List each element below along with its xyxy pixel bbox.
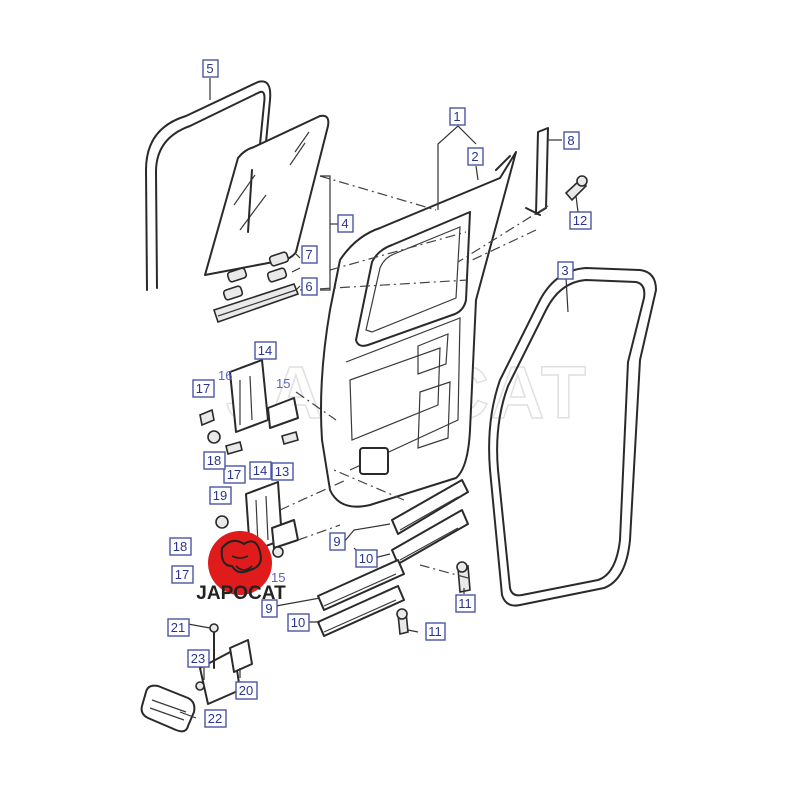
svg-text:5: 5	[206, 61, 213, 76]
callout-9a: 9	[329, 532, 346, 551]
callout-6: 6	[301, 277, 318, 296]
svg-text:10: 10	[359, 551, 373, 566]
callout-14b: 14	[249, 461, 272, 480]
svg-text:2: 2	[471, 149, 478, 164]
part-scuff-plate-lower	[317, 559, 405, 637]
svg-text:14: 14	[253, 463, 267, 478]
svg-text:17: 17	[196, 381, 210, 396]
callout-10a: 10	[355, 549, 378, 568]
part-window-run-channel	[145, 80, 272, 291]
callout-22: 22	[204, 709, 227, 728]
callout-3: 3	[557, 261, 574, 280]
callout-12: 12	[569, 211, 592, 230]
svg-text:18: 18	[173, 539, 187, 554]
part-weatherstrip	[488, 267, 657, 607]
part-glass-channel	[212, 251, 300, 324]
part-division-bar	[525, 127, 549, 216]
part-upper-hinge	[199, 359, 299, 455]
part-vent-grille	[140, 684, 196, 733]
svg-text:23: 23	[191, 651, 205, 666]
svg-text:12: 12	[573, 213, 587, 228]
svg-text:9: 9	[333, 534, 340, 549]
callout-2: 2	[467, 147, 484, 166]
callout-23: 23	[187, 649, 210, 668]
part-door-shell	[320, 151, 517, 508]
svg-text:20: 20	[239, 683, 253, 698]
svg-text:21: 21	[171, 620, 185, 635]
callout-17a: 17	[192, 379, 215, 398]
svg-text:15: 15	[276, 376, 290, 391]
svg-text:22: 22	[208, 711, 222, 726]
callout-9b: 9	[261, 599, 278, 618]
svg-text:15: 15	[271, 570, 285, 585]
callout-7: 7	[301, 245, 318, 264]
part-scuff-plate-upper	[391, 479, 469, 565]
svg-text:4: 4	[341, 216, 348, 231]
svg-text:1: 1	[453, 109, 460, 124]
callout-13: 13	[271, 462, 294, 481]
svg-text:9: 9	[265, 601, 272, 616]
part-screw-11	[396, 561, 471, 636]
callout-4: 4	[337, 214, 354, 233]
callout-1: 1	[449, 107, 466, 126]
svg-text:18: 18	[207, 453, 221, 468]
callout-18b: 18	[169, 537, 192, 556]
callout-20: 20	[235, 681, 258, 700]
svg-text:17: 17	[175, 567, 189, 582]
svg-text:3: 3	[561, 263, 568, 278]
svg-text:14: 14	[258, 343, 272, 358]
callout-5: 5	[202, 59, 219, 78]
callout-11a: 11	[455, 594, 476, 613]
callout-18a: 18	[203, 451, 226, 470]
svg-text:13: 13	[275, 464, 289, 479]
svg-text:19: 19	[213, 488, 227, 503]
callout-17b: 17	[223, 465, 246, 484]
callout-17c: 17	[171, 565, 194, 584]
svg-text:7: 7	[305, 247, 312, 262]
logo-cat-icon	[220, 539, 262, 574]
svg-text:17: 17	[227, 467, 241, 482]
japocat-logo: JAPOCAT	[196, 531, 286, 604]
callout-21: 21	[167, 618, 190, 637]
callout-10b: 10	[287, 613, 310, 632]
callout-14a: 14	[254, 341, 277, 360]
callout-16: 16	[218, 368, 232, 383]
callout-11b: 11	[425, 622, 446, 641]
callout-15a: 15	[276, 376, 290, 391]
part-screw-12	[564, 175, 588, 202]
svg-text:11: 11	[458, 596, 472, 611]
svg-text:6: 6	[305, 279, 312, 294]
callout-8: 8	[563, 131, 580, 150]
svg-text:11: 11	[428, 624, 442, 639]
svg-text:10: 10	[291, 615, 305, 630]
part-door-glass	[204, 114, 330, 276]
callout-19: 19	[209, 486, 232, 505]
callout-15b: 15	[271, 570, 285, 585]
logo-text: JAPOCAT	[196, 583, 286, 604]
assembly-lines	[279, 175, 549, 579]
svg-text:16: 16	[218, 368, 232, 383]
svg-text:8: 8	[567, 133, 574, 148]
